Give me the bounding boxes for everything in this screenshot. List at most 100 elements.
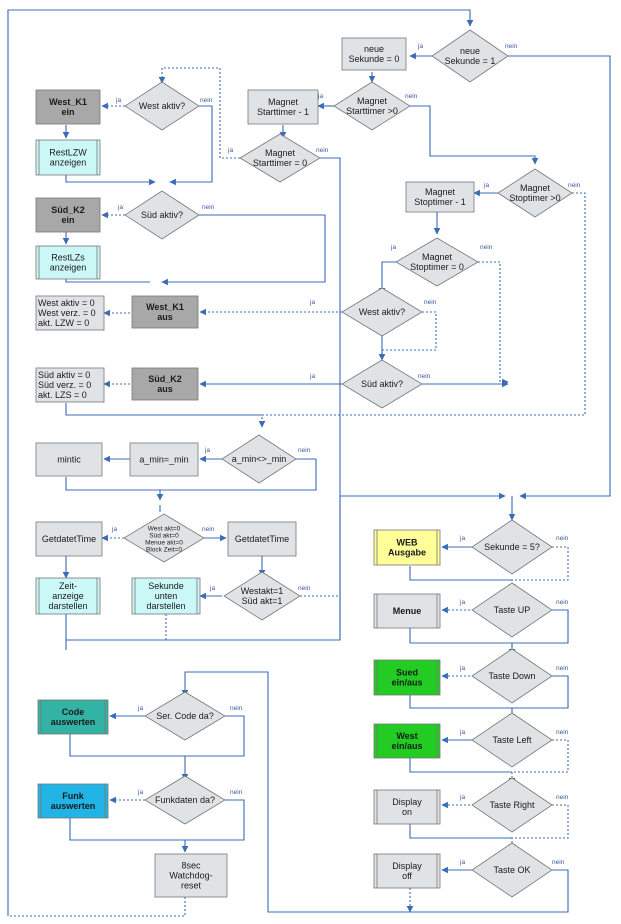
box-text: RestLZW <box>49 148 87 158</box>
box-text: auswerten <box>51 717 96 727</box>
box-text: Süd verz. = 0 <box>38 380 91 390</box>
box-text: ein/aus <box>391 678 422 688</box>
box-text: Sekunde = 0 <box>349 54 400 64</box>
box-text: Starttimer >0 <box>346 106 398 116</box>
box-text: Taste OK <box>493 865 530 875</box>
decision-sekunde-5: Sekunde = 5? <box>471 519 553 575</box>
label-ja: ja <box>317 93 323 100</box>
box-text: neue <box>460 46 480 56</box>
box-text: aus <box>157 384 173 394</box>
decision-funkdaten: Funkdaten da? <box>144 775 226 825</box>
box-text: West aktiv? <box>139 101 185 111</box>
label-nein: nein <box>556 599 569 606</box>
decision-west-aktiv-2: West aktiv? <box>341 287 423 337</box>
box-text: reset <box>181 881 202 891</box>
label-ja: ja <box>459 794 465 801</box>
box-text: Sekunde = 5? <box>484 542 540 552</box>
box-text: akt. LZS = 0 <box>38 390 87 400</box>
decision-taste-right: Taste Right <box>471 777 553 833</box>
box-text: Magnet <box>265 148 296 158</box>
box-text: Ausgabe <box>388 548 426 558</box>
label-ja: ja <box>459 665 465 672</box>
label-ja: ja <box>309 299 315 306</box>
box-text: aus <box>157 312 173 322</box>
label-nein: nein <box>202 204 215 211</box>
box-text: Stoptimer >0 <box>509 193 560 203</box>
box-text: Sekunde = 1 <box>445 56 496 66</box>
decision-taste-ok: Taste OK <box>471 842 553 898</box>
label-nein: nein <box>230 789 243 796</box>
decision-taste-up: Taste UP <box>471 582 553 638</box>
process-a-min-assign: a_min=_min <box>129 442 199 477</box>
box-text: darstellen <box>146 601 185 611</box>
box-text: Taste Right <box>489 800 535 810</box>
box-text: a_min=_min <box>139 455 188 465</box>
box-text: GetdatetTime <box>235 534 289 544</box>
box-text: anzeige <box>52 591 84 601</box>
box-text: Westakt=1 <box>241 586 284 596</box>
decision-sued-aktiv-2: Süd aktiv? <box>341 359 423 409</box>
box-text: anzeigen <box>50 263 87 273</box>
label-nein: nein <box>480 244 493 251</box>
decision-ser-code: Ser. Code da? <box>144 691 226 741</box>
label-ja: ja <box>390 244 396 251</box>
box-text: Sued <box>396 668 418 678</box>
decision-a-min-neq: a_min<>_min <box>221 434 297 484</box>
label-ja: ja <box>227 147 233 154</box>
label-ja: ja <box>309 373 315 380</box>
box-text: Menue <box>393 606 422 616</box>
box-text: Watchdog- <box>169 871 212 881</box>
label-nein: nein <box>418 373 431 380</box>
box-text: 8sec <box>181 861 201 871</box>
box-text: mintic <box>57 455 81 465</box>
process-mintic: mintic <box>35 442 103 477</box>
box-text: ein <box>61 215 74 225</box>
box-text: Süd aktiv = 0 <box>38 370 90 380</box>
label-nein: nein <box>556 535 569 542</box>
label-nein: nein <box>424 299 437 306</box>
box-text: Taste Down <box>488 671 535 681</box>
box-text: GetdatetTime <box>42 534 96 544</box>
box-text: Magnet <box>520 183 551 193</box>
decision-taste-down: Taste Down <box>471 648 553 704</box>
label-ja: ja <box>459 859 465 866</box>
box-text: Taste UP <box>494 605 531 615</box>
label-nein: nein <box>230 705 243 712</box>
box-text: Starttimer - 1 <box>257 107 309 117</box>
box-text: Süd_K2 <box>148 374 182 384</box>
box-text: Süd aktiv? <box>361 379 403 389</box>
box-text: Block Zeit=0 <box>146 547 182 554</box>
process-menue: Menue <box>373 593 441 629</box>
box-text: neue <box>364 44 384 54</box>
label-nein: nein <box>505 43 518 50</box>
box-text: Sekunde <box>148 581 184 591</box>
box-text: West akt=0 <box>148 526 181 533</box>
label-nein: nein <box>202 526 215 533</box>
box-text: unten <box>155 591 178 601</box>
box-text: ein/aus <box>391 741 422 751</box>
box-text: Stoptimer - 1 <box>414 197 466 207</box>
label-nein: nein <box>568 182 581 189</box>
process-getdatetime-left: GetdatetTime <box>35 521 103 557</box>
label-ja: ja <box>459 599 465 606</box>
label-nein: nein <box>298 447 311 454</box>
